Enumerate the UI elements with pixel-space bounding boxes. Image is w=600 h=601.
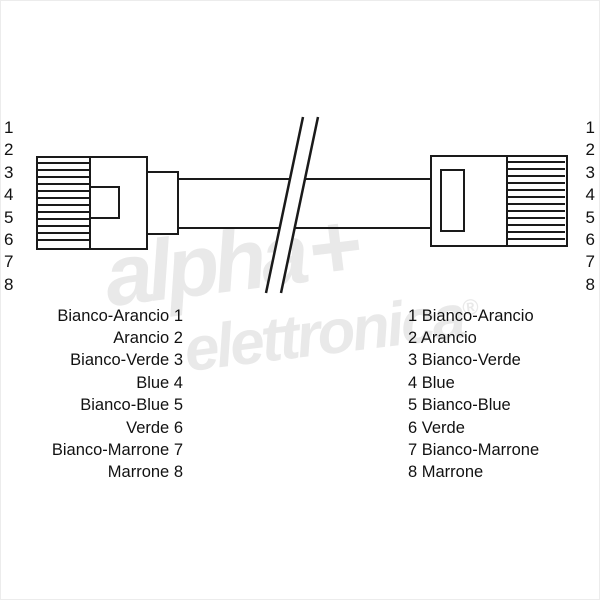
wire-label-right: 7 Bianco-Marrone bbox=[408, 441, 540, 460]
left-plug-boot bbox=[146, 171, 179, 235]
wire-label-left: Marrone 8 bbox=[107, 463, 183, 482]
wire-label-left: Verde 6 bbox=[126, 418, 183, 437]
wire-label-left: Blue 4 bbox=[136, 373, 183, 392]
wiring-row: Marrone 8 8 Marrone bbox=[1, 462, 600, 484]
rj45-plug-left bbox=[36, 156, 179, 250]
wiring-row: Verde 6 6 Verde bbox=[1, 417, 600, 439]
wiring-row: Bianco-Arancio 1 1 Bianco-Arancio bbox=[1, 305, 600, 327]
left-pin-5: 5 bbox=[4, 207, 14, 227]
left-pin-2: 2 bbox=[4, 140, 14, 160]
left-pin-8: 8 bbox=[4, 274, 14, 294]
left-pin-7: 7 bbox=[4, 252, 14, 272]
wire-label-left: Arancio 2 bbox=[113, 329, 183, 348]
wire-label-right: 8 Marrone bbox=[408, 463, 484, 482]
wire-label-right: 1 Bianco-Arancio bbox=[408, 306, 534, 325]
wire-label-right: 4 Blue bbox=[408, 373, 455, 392]
cable-break-slash-left bbox=[264, 116, 305, 294]
wire-label-left: Bianco-Verde 3 bbox=[70, 351, 183, 370]
left-pin-column: 1 2 3 4 5 6 7 8 bbox=[4, 117, 13, 296]
left-pin-4: 4 bbox=[4, 185, 14, 205]
right-pin-4: 4 bbox=[585, 185, 595, 205]
wiring-row: Bianco-Blue 5 5 Bianco-Blue bbox=[1, 395, 600, 417]
right-pin-7: 7 bbox=[585, 252, 595, 272]
left-plug-contacts-hatch bbox=[38, 162, 90, 241]
cable-break-gap bbox=[266, 117, 318, 293]
right-pin-5: 5 bbox=[585, 207, 595, 227]
wire-label-right: 3 Bianco-Verde bbox=[408, 351, 521, 370]
wiring-table: Bianco-Arancio 1 1 Bianco-Arancio Aranci… bbox=[1, 305, 600, 484]
right-plug-contacts-hatch bbox=[508, 161, 565, 240]
rj45-plug-right bbox=[430, 155, 568, 247]
wiring-row: Bianco-Verde 3 3 Bianco-Verde bbox=[1, 350, 600, 372]
right-pin-8: 8 bbox=[585, 274, 595, 294]
left-pin-1: 1 bbox=[4, 118, 14, 137]
wiring-row: Arancio 2 2 Arancio bbox=[1, 327, 600, 349]
right-pin-2: 2 bbox=[585, 140, 595, 160]
right-pin-6: 6 bbox=[585, 229, 595, 249]
left-plug-latch bbox=[89, 186, 120, 219]
wire-label-right: 5 Bianco-Blue bbox=[408, 396, 511, 415]
wire-label-left: Bianco-Arancio 1 bbox=[57, 306, 183, 325]
wiring-row: Blue 4 4 Blue bbox=[1, 372, 600, 394]
cable-break-slash-right bbox=[279, 116, 320, 294]
right-pin-3: 3 bbox=[585, 162, 595, 182]
wire-label-left: Bianco-Blue 5 bbox=[80, 396, 183, 415]
wire-label-right: 2 Arancio bbox=[408, 329, 477, 348]
right-pin-1: 1 bbox=[585, 118, 595, 137]
wire-label-left: Bianco-Marrone 7 bbox=[51, 441, 183, 460]
right-pin-column: 1 2 3 4 5 6 7 8 bbox=[586, 117, 595, 296]
left-pin-6: 6 bbox=[4, 229, 14, 249]
left-pin-3: 3 bbox=[4, 162, 14, 182]
wire-label-right: 6 Verde bbox=[408, 418, 465, 437]
wiring-row: Bianco-Marrone 7 7 Bianco-Marrone bbox=[1, 439, 600, 461]
right-plug-latch bbox=[440, 169, 465, 232]
